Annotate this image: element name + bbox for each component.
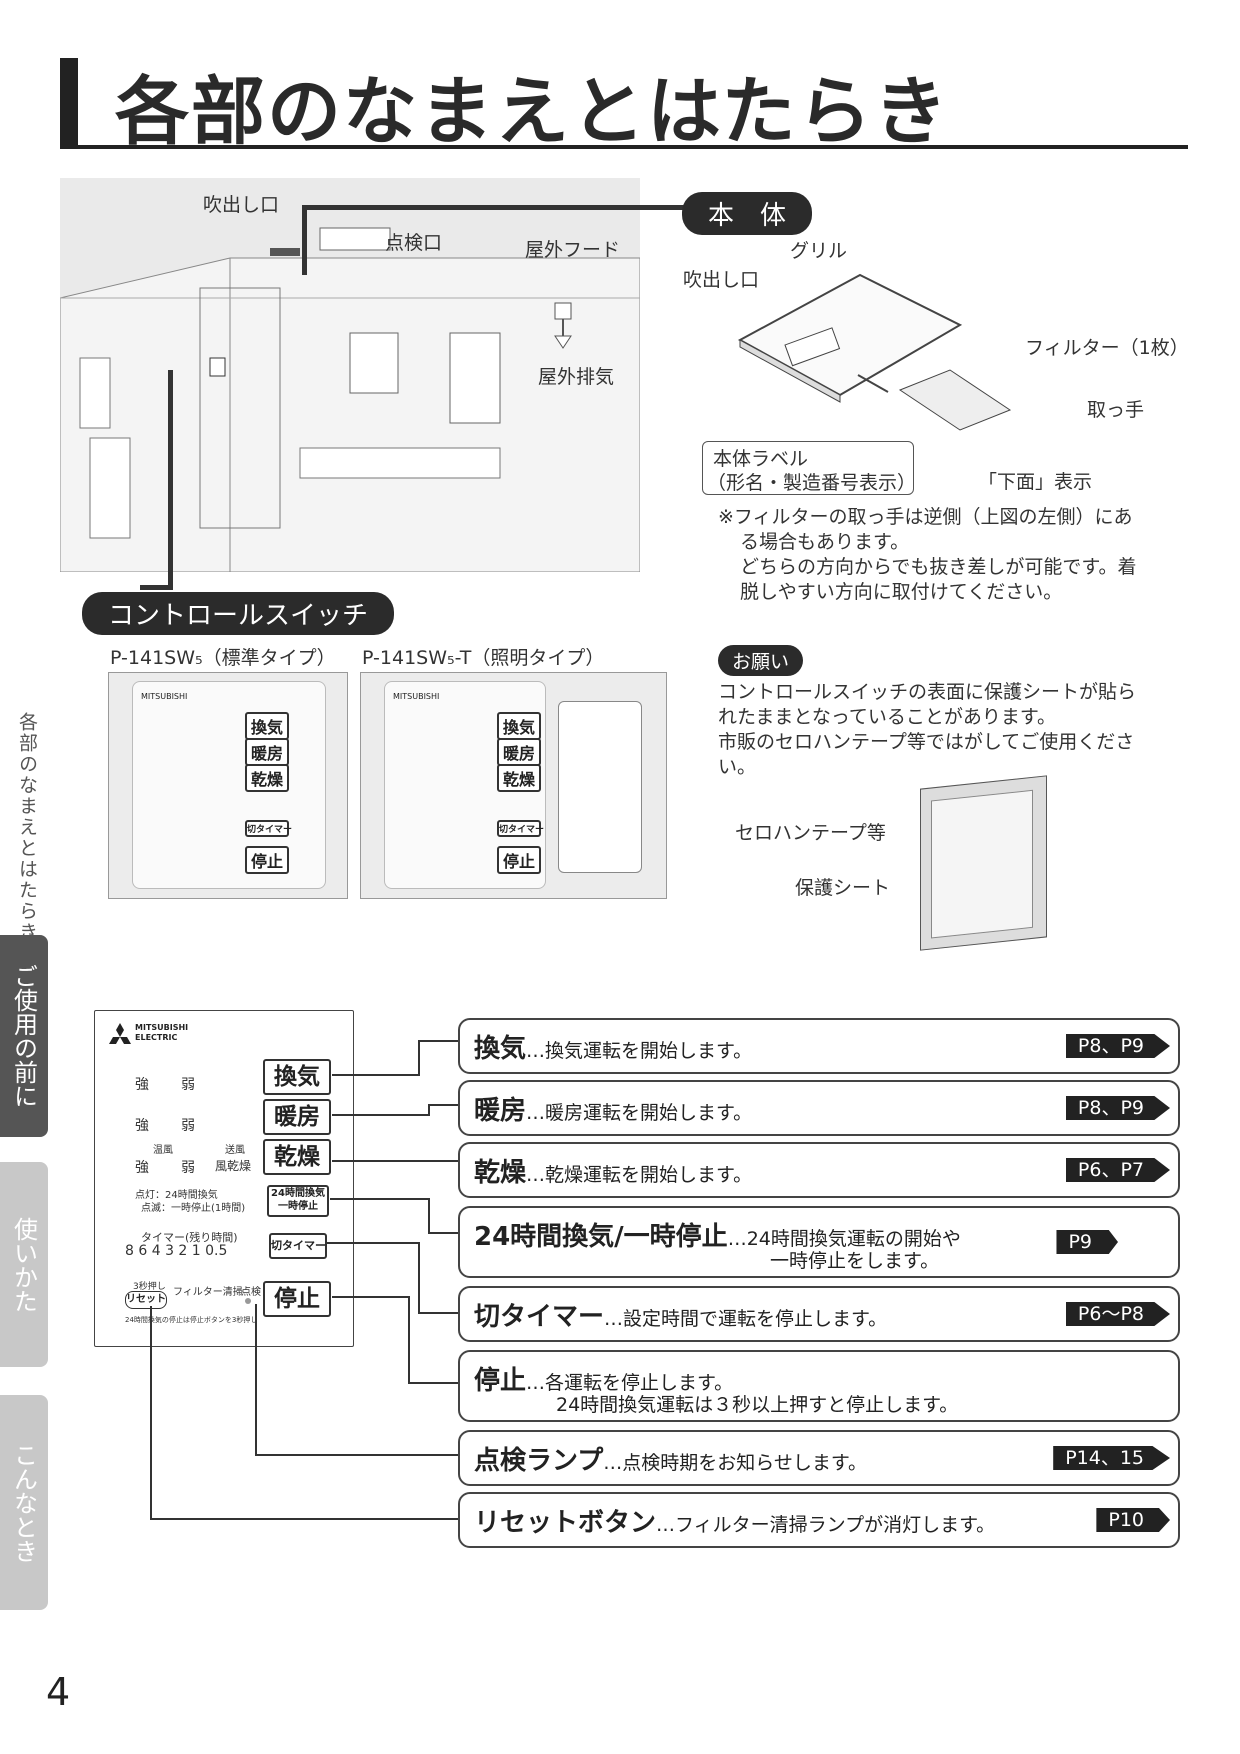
connector-danbo (332, 1114, 428, 1116)
tab-before-use[interactable]: ご使用の前に (0, 935, 48, 1137)
request-badge: お願い (718, 645, 804, 676)
reset-button[interactable]: リセット (125, 1291, 167, 1309)
desc-stop: 停止…各運転を停止します。 24時間換気運転は３秒以上押すと停止します。 (458, 1350, 1180, 1422)
switch-standard-thumb: MITSUBISHI 換気 暖房 乾燥 切タイマー 停止 (108, 672, 348, 899)
connector-stop (332, 1296, 408, 1298)
tenken-hatch (319, 227, 391, 251)
filter-note: ※フィルターの取っ手は逆側（上図の左側）にあ る場合もあります。 どちらの方向か… (718, 506, 1137, 603)
connector-switch-h (140, 585, 173, 590)
connector-unit (302, 205, 685, 210)
connector-kanso (332, 1160, 458, 1162)
tab-how-to-use[interactable]: 使いかた (0, 1162, 48, 1367)
page-ref[interactable]: P14、15 (1053, 1446, 1170, 1470)
label-tenken: 点検口 (385, 232, 443, 254)
label-filter: フィルター（1枚） (1025, 337, 1189, 359)
desc-check-lamp: 点検ランプ…点検時期をお知らせします。 P14、15 (458, 1430, 1180, 1486)
control-panel-large: MITSUBISHI ELECTRIC 強 弱 換気 強 弱 暖房 温風 送風 … (94, 1010, 354, 1347)
request-text: コントロールスイッチの表面に保護シートが貼ら れたままとなっていることがあります… (718, 681, 1137, 778)
connector-24h (330, 1198, 428, 1200)
h24-button[interactable]: 24時間換気一時停止 (267, 1185, 329, 1217)
connector-switch-v (168, 370, 173, 590)
hood-icon (554, 302, 572, 320)
desc-reset: リセットボタン…フィルター清掃ランプが消灯します。 P10 (458, 1492, 1180, 1548)
title-bar-accent (60, 58, 78, 148)
label-sheet: 保護シート (795, 877, 891, 899)
bathroom-illustration (59, 178, 641, 573)
page-title: 各部のなまえとはたらき (115, 69, 950, 155)
connector-check (255, 1304, 257, 1454)
title-rule (60, 145, 1188, 149)
desc-kanso: 乾燥…乾燥運転を開始します。 P6、P7 (458, 1142, 1180, 1198)
model-standard: P-141SW₅（標準タイプ） (110, 647, 336, 669)
desc-danbo: 暖房…暖房運転を開始します。 P8、P9 (458, 1080, 1180, 1136)
page-ref[interactable]: P10 (1096, 1508, 1170, 1532)
model-light: P-141SW₅-T（照明タイプ） (362, 647, 605, 669)
connector-kanki (332, 1074, 418, 1076)
page-ref[interactable]: P8、P9 (1065, 1096, 1170, 1120)
label-bottom: 「下面」表示 (978, 471, 1093, 493)
light-switch-plate (558, 701, 642, 873)
label-grill: グリル (790, 240, 848, 262)
connector-reset (150, 1306, 152, 1518)
page-ref[interactable]: P9 (1056, 1230, 1118, 1254)
protect-sheet-illustration (920, 775, 1047, 951)
label-fukidashi-bath: 吹出し口 (203, 194, 280, 216)
timer-button[interactable]: 切タイマー (269, 1233, 327, 1259)
switch-light-thumb: MITSUBISHI 換気 暖房 乾燥 切タイマー 停止 (360, 672, 667, 899)
connector-unit-v (302, 205, 307, 275)
mitsubishi-logo (109, 1023, 131, 1045)
label-fukidashi-unit: 吹出し口 (683, 269, 760, 291)
control-switch-mini (209, 357, 226, 377)
desc-24h: 24時間換気/一時停止…24時間換気運転の開始や 一時停止をします。 P9 (458, 1206, 1180, 1278)
label-exhaust: 屋外排気 (538, 366, 615, 388)
sidebar-section-label: 各部のなまえとはたらき (16, 712, 38, 943)
connector-timer (326, 1242, 418, 1244)
tab-troubleshoot[interactable]: こんなとき (0, 1395, 48, 1610)
page-ref[interactable]: P6〜P8 (1065, 1302, 1170, 1326)
label-tape: セロハンテープ等 (735, 822, 886, 844)
kanki-button[interactable]: 換気 (263, 1059, 331, 1095)
unit-heading: 本 体 (682, 192, 813, 235)
label-handle: 取っ手 (1087, 399, 1145, 421)
unit-drawing (737, 273, 1012, 431)
label-hood: 屋外フード (525, 239, 621, 261)
check-lamp (245, 1298, 251, 1304)
unit-label-box: 本体ラベル （形名・製造番号表示） (702, 441, 916, 495)
desc-timer: 切タイマー…設定時間で運転を停止します。 P6〜P8 (458, 1286, 1180, 1342)
desc-kanki: 換気…換気運転を開始します。 P8、P9 (458, 1018, 1180, 1074)
danbo-button[interactable]: 暖房 (263, 1099, 331, 1135)
page-ref[interactable]: P8、P9 (1065, 1034, 1170, 1058)
kanso-button[interactable]: 乾燥 (263, 1139, 331, 1175)
page-ref[interactable]: P6、P7 (1065, 1158, 1170, 1182)
fukidashi-grid (784, 327, 841, 367)
page-number: 4 (46, 1670, 71, 1714)
stop-button[interactable]: 停止 (263, 1281, 331, 1317)
control-heading: コントロールスイッチ (82, 592, 395, 635)
